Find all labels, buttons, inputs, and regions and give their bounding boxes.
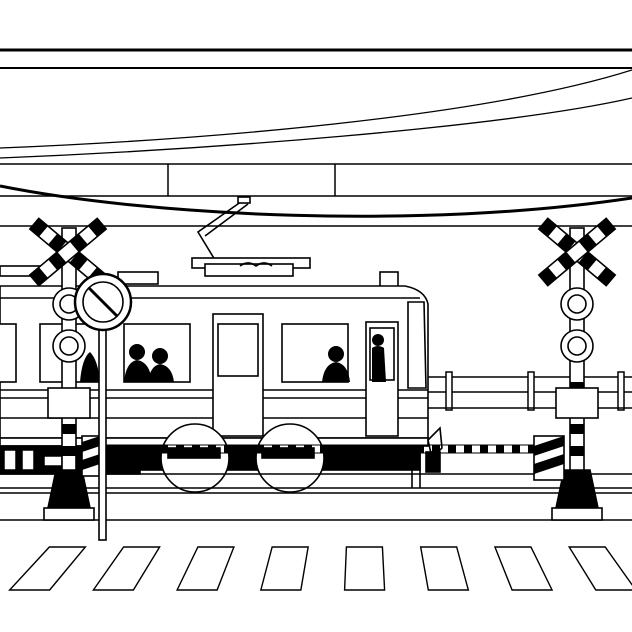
crossing-barrier	[99, 444, 546, 454]
crosswalk-stripe	[343, 546, 386, 591]
crosswalk-stripe	[92, 546, 161, 591]
crossbuck-icon	[537, 217, 617, 287]
crosswalk-stripe	[8, 546, 87, 591]
crosswalk-stripe	[175, 546, 235, 591]
crosswalk-stripe	[493, 546, 554, 591]
crossbuck-icon	[28, 217, 108, 287]
overhead-wire	[0, 184, 632, 218]
crosswalk-stripe	[259, 546, 309, 591]
pantograph	[191, 196, 311, 277]
overpass	[0, 48, 632, 227]
railing	[428, 371, 632, 411]
crosswalk-stripe	[419, 546, 470, 591]
crossing-signal-right	[533, 217, 617, 521]
passenger-silhouettes	[80, 334, 386, 382]
no-entry-sign-icon	[73, 272, 133, 541]
crosswalk-stripe	[567, 546, 632, 591]
crosswalk	[8, 546, 632, 591]
